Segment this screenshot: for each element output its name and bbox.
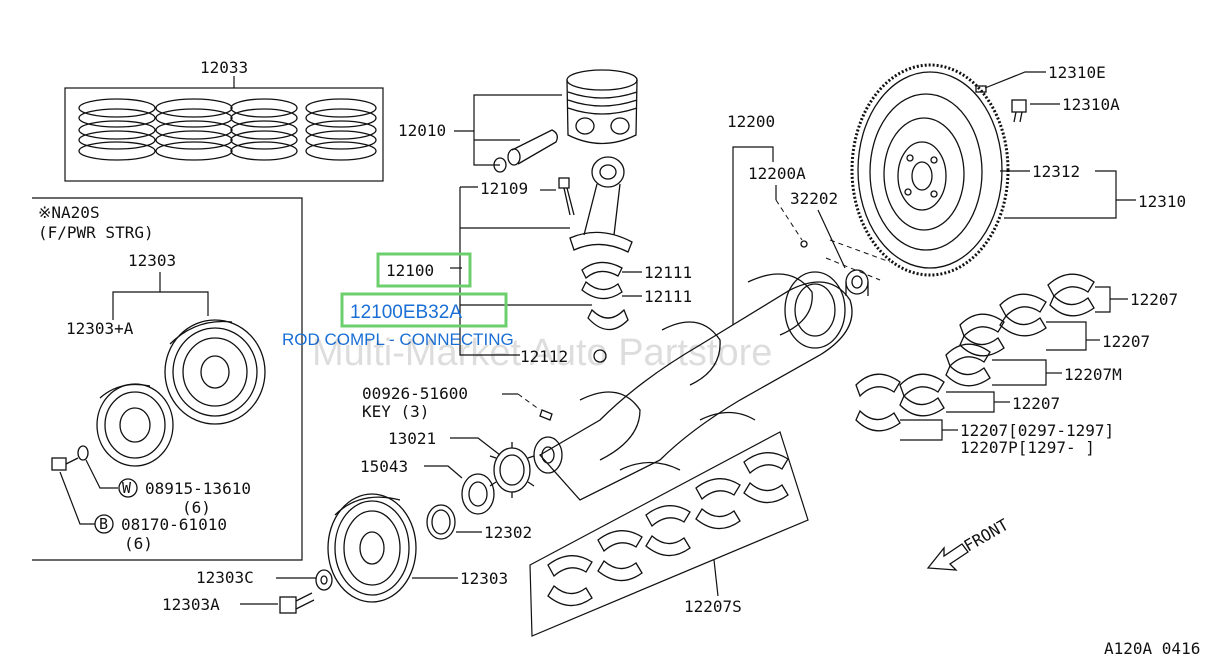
piston-ring-set[interactable] [64, 76, 384, 182]
woodruff-key[interactable] [539, 409, 553, 421]
label-12112: 12112 [520, 347, 568, 366]
label-13021: 13021 [388, 429, 436, 448]
label-12207-c: 12207 [1012, 394, 1060, 413]
label-12033: 12033 [200, 58, 248, 77]
label-15043: 15043 [360, 457, 408, 476]
label-12111-upper: 12111 [644, 263, 692, 282]
label-key-qty: KEY (3) [362, 402, 429, 421]
front-arrow-icon [926, 543, 969, 571]
watermark: Multi-Market Auto Partstore [312, 332, 772, 374]
label-12109: 12109 [480, 179, 528, 198]
label-12207-d: 12207[0297-1297] [960, 421, 1114, 440]
crankshaft[interactable] [533, 271, 853, 501]
inset-title-line1: ※NA20S [38, 203, 100, 222]
piston[interactable] [566, 69, 638, 145]
highlight-box-12100 [376, 252, 472, 288]
label-08170-61010: 08170-61010 [121, 515, 227, 534]
rod-cap[interactable] [587, 308, 629, 363]
label-12303a: 12303A [162, 595, 220, 614]
label-12310: 12310 [1138, 192, 1186, 211]
crank-pulley[interactable] [327, 493, 417, 603]
label-12200a: 12200A [748, 164, 806, 183]
flywheel-bolt[interactable] [1011, 99, 1027, 123]
label-12207p: 12207P[1297- ] [960, 438, 1095, 457]
inset-w-code: W [122, 479, 132, 497]
label-12100[interactable]: 12100 [386, 261, 434, 280]
label-inset-12303-a: 12303+A [66, 319, 134, 338]
figure-code: A120A 0416 [1104, 639, 1200, 658]
highlighted-part-name: ROD COMPL - CONNECTING [282, 330, 514, 349]
label-12302: 12302 [484, 523, 532, 542]
rod-bolt[interactable] [558, 177, 575, 216]
label-08170-qty: (6) [124, 534, 153, 553]
label-12207m: 12207M [1064, 365, 1122, 384]
pulley-washer[interactable] [315, 569, 333, 591]
inset-frame [32, 197, 303, 561]
piston-pin-clip[interactable] [493, 157, 507, 173]
rod-bearing-lower[interactable] [581, 280, 623, 300]
label-08915-qty: (6) [182, 498, 211, 517]
label-12303c: 12303C [196, 568, 254, 587]
label-12111-lower: 12111 [644, 287, 692, 306]
highlighted-part-number[interactable]: 12100EB32A [350, 302, 462, 323]
rod-bearing-upper[interactable] [581, 261, 623, 280]
b-badge: B [94, 514, 114, 534]
inset-b-code: B [99, 515, 108, 533]
pilot-bushing[interactable] [845, 269, 869, 296]
label-12303: 12303 [460, 569, 508, 588]
connecting-rod[interactable] [569, 156, 633, 253]
label-inset-12303: 12303 [128, 251, 176, 270]
flywheel[interactable] [850, 63, 1010, 277]
label-12200: 12200 [727, 112, 775, 131]
highlight-box-part-number [340, 292, 508, 328]
main-bearing-set[interactable] [529, 431, 809, 637]
front-oil-seal[interactable] [426, 504, 456, 540]
label-12010: 12010 [398, 121, 446, 140]
inset-pulley-large[interactable] [164, 319, 266, 425]
crank-sprocket[interactable] [489, 442, 535, 498]
front-label: FRONT [961, 515, 1013, 556]
label-32202: 32202 [790, 189, 838, 208]
w-badge: W [118, 478, 138, 498]
label-12310a: 12310A [1062, 95, 1120, 114]
pulley-bolt[interactable] [279, 592, 315, 614]
label-00926-51600: 00926-51600 [362, 384, 468, 403]
inset-bolt[interactable] [51, 457, 79, 471]
label-12207s: 12207S [684, 597, 742, 616]
inset-pulley-small[interactable] [96, 383, 174, 467]
label-08915-13610: 08915-13610 [145, 479, 251, 498]
main-bearings[interactable] [855, 273, 1095, 432]
inset-washer[interactable] [77, 445, 89, 461]
label-12310e: 12310E [1048, 63, 1106, 82]
oil-pump-drive-spacer[interactable] [461, 473, 495, 515]
label-12207-b: 12207 [1102, 332, 1150, 351]
crank-plug[interactable] [800, 240, 808, 248]
label-12312: 12312 [1032, 162, 1080, 181]
piston-pin[interactable] [507, 129, 558, 166]
inset-title-line2: (F/PWR STRG) [38, 223, 154, 242]
label-12207-a: 12207 [1130, 290, 1178, 309]
